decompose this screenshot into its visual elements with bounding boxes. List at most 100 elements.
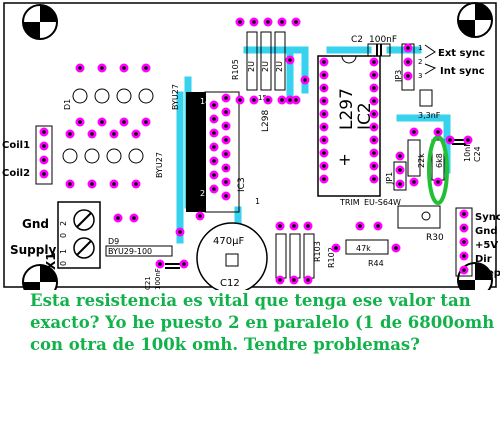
solder-pad-hole [144,66,148,70]
label-d1: D1 [63,99,72,110]
solder-pad-hole [78,66,82,70]
svg-text:+: + [338,150,351,169]
solder-pad-hole [322,164,326,168]
solder-pad-hole [448,138,452,142]
capacitor-c12: 470µF C12 [196,222,268,290]
svg-text:10nF: 10nF [463,142,472,162]
solder-pad-hole [358,224,362,228]
svg-text:+5V: +5V [475,240,498,251]
solder-pad-hole [322,60,326,64]
solder-pad-hole [212,103,216,107]
svg-text:100nF: 100nF [154,268,162,290]
svg-text:C2: C2 [351,35,363,45]
solder-pad-hole [406,74,410,78]
solder-pad-hole [436,180,440,184]
solder-pad-hole [372,177,376,181]
svg-text:JP3: JP3 [394,70,403,83]
solder-pad-hole [224,152,228,156]
solder-pad-hole [198,214,202,218]
solder-pad-hole [398,154,402,158]
solder-pad-hole [372,151,376,155]
solder-pad-hole [212,117,216,121]
solder-pad-hole [376,224,380,228]
solder-pad-hole [280,98,284,102]
solder-pad-hole [68,132,72,136]
ic2-l297: L297 IC2 + [317,55,381,197]
solder-pad-hole [134,132,138,136]
solder-pad-hole [238,20,242,24]
solder-pad-hole [436,130,440,134]
svg-text:Int sync: Int sync [440,66,485,77]
connector-j1: J1 Sync Gnd +5V Dir Step [455,207,500,290]
mounting-hole-top-right [457,2,493,38]
solder-pad-hole [322,112,326,116]
solder-pad-hole [238,98,242,102]
svg-text:14: 14 [200,97,210,106]
svg-text:2U: 2U [247,61,256,72]
svg-text:R30: R30 [426,233,444,243]
solder-pad-hole [224,166,228,170]
solder-pad-hole [322,138,326,142]
svg-text:2: 2 [418,58,422,66]
solder-pad-hole [224,180,228,184]
solder-pad-hole [224,138,228,142]
solder-pad-hole [212,159,216,163]
resistor-22k: 22k [407,139,426,177]
solder-pad-hole [322,177,326,181]
svg-text:L298: L298 [261,110,271,132]
svg-text:TRIM: TRIM [339,198,360,207]
svg-text:R102: R102 [327,247,336,268]
solder-pad-hole [372,164,376,168]
solder-pad-hole [252,98,256,102]
solder-pad-hole [100,120,104,124]
solder-pad-hole [372,99,376,103]
svg-text:R103: R103 [313,241,322,262]
solder-pad-hole [462,226,466,230]
svg-text:Step: Step [475,268,500,279]
solder-pad-hole [212,131,216,135]
solder-pad-hole [394,246,398,250]
svg-text:D9: D9 [108,237,119,246]
solder-pad-hole [462,254,466,258]
svg-text:X1: X1 [44,252,58,270]
svg-text:2: 2 [200,189,205,198]
solder-pad-hole [334,246,338,250]
trimmer-r30: TRIM EU-S64W R30 [339,198,444,243]
solder-pad-hole [42,172,46,176]
solder-pad-hole [372,112,376,116]
solder-pad-hole [42,130,46,134]
svg-text:1: 1 [255,197,260,206]
svg-text:Gnd: Gnd [475,226,498,237]
svg-text:C24: C24 [473,146,482,162]
svg-text:C12: C12 [220,278,240,289]
svg-text:Dir: Dir [475,254,492,265]
solder-pad-hole [466,138,470,142]
solder-pad-hole [398,182,402,186]
solder-pad-hole [322,86,326,90]
svg-text:6k8: 6k8 [435,153,444,168]
highlight-ellipse [427,135,449,205]
solder-pad-hole [42,158,46,162]
svg-text:0: 0 [59,233,68,238]
svg-text:IC3: IC3 [237,177,247,192]
svg-text:15: 15 [258,94,267,102]
capacitor-c21: C21 100nF [144,263,180,290]
solder-pad-hole [406,46,410,50]
solder-pad-hole [68,182,72,186]
diode-array-bottom [62,148,144,164]
solder-pad-hole [372,86,376,90]
solder-pad-hole [90,132,94,136]
jumper-jp1: JP1 [385,161,407,191]
solder-pad-hole [224,194,228,198]
resistor-r103-group: R103 R102 [275,233,336,279]
label-byu27-top: BYU27 [171,84,180,110]
solder-pad-hole [372,138,376,142]
solder-pad-hole [212,145,216,149]
svg-text:EU-S64W: EU-S64W [364,198,401,207]
solder-pad-hole [90,182,94,186]
capacitor-c3: 3,3nF [418,89,441,120]
solder-pad-hole [122,120,126,124]
solder-pad-hole [134,182,138,186]
solder-pad-hole [252,20,256,24]
diode-d9: D9 BYU29-100 [105,237,173,257]
